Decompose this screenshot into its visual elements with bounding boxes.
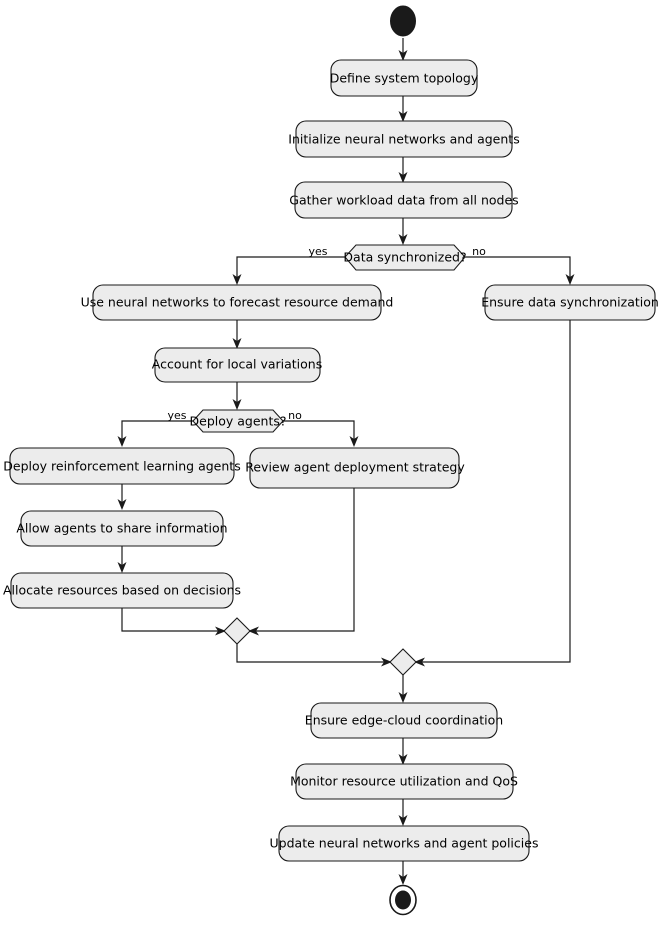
- action-label: Update neural networks and agent policie…: [270, 836, 539, 851]
- guard-label-sync-no: no: [472, 245, 486, 258]
- action-label: Gather workload data from all nodes: [289, 193, 518, 208]
- decision-label: Deploy agents?: [190, 414, 287, 429]
- action-label: Deploy reinforcement learning agents: [3, 459, 240, 474]
- edge-merge-one-to-merge-two: [236, 644, 392, 667]
- action-allocate-resources-based-on-decisions[interactable]: Allocate resources based on decisions: [3, 572, 241, 609]
- edge-define-to-initialize: [398, 96, 408, 122]
- action-account-for-local-variations[interactable]: Account for local variations: [152, 347, 323, 383]
- edge-gather-to-decision-sync: [398, 218, 408, 245]
- edge-forecast-to-local-variations: [232, 320, 242, 349]
- guard-label-deploy-no: no: [288, 409, 302, 422]
- action-label: Allocate resources based on decisions: [3, 583, 241, 598]
- guard-label-sync-yes: yes: [308, 245, 327, 258]
- edge-share-info-to-allocate: [117, 546, 127, 573]
- action-deploy-reinforcement-learning-agents[interactable]: Deploy reinforcement learning agents: [3, 447, 241, 485]
- action-label: Account for local variations: [152, 357, 323, 372]
- initial-node: [390, 5, 416, 37]
- edge-local-variations-to-decision-deploy: [232, 382, 242, 410]
- decision-deploy-agents[interactable]: Deploy agents?: [190, 409, 287, 433]
- action-ensure-edge-cloud-coordination[interactable]: Ensure edge-cloud coordination: [305, 702, 503, 739]
- edge-deploy-agents-to-share-info: [117, 484, 127, 510]
- action-label: Review agent deployment strategy: [245, 460, 465, 475]
- final-node: [389, 884, 417, 916]
- edge-initialize-to-gather: [398, 157, 408, 183]
- edge-edge-cloud-to-monitor: [398, 738, 408, 765]
- edge-update-to-final: [398, 861, 408, 885]
- edge-initial-to-define: [398, 38, 408, 61]
- action-label: Use neural networks to forecast resource…: [81, 295, 394, 310]
- edge-deploy-yes-to-deploy-agents: [117, 420, 193, 447]
- edge-sync-no-to-ensure-sync: [465, 256, 575, 285]
- guard-label-deploy-yes: yes: [167, 409, 186, 422]
- edge-ensure-sync-to-merge-two: [414, 320, 571, 667]
- action-label: Define system topology: [330, 71, 479, 86]
- action-label: Ensure data synchronization: [481, 295, 659, 310]
- merge-node-one: [223, 617, 251, 645]
- action-initialize-neural-networks-and-agents[interactable]: Initialize neural networks and agents: [288, 120, 520, 158]
- action-update-neural-networks-and-agent-policies[interactable]: Update neural networks and agent policie…: [270, 825, 539, 862]
- action-label: Initialize neural networks and agents: [288, 132, 519, 147]
- action-define-system-topology[interactable]: Define system topology: [330, 59, 479, 97]
- edge-allocate-to-merge-one: [121, 608, 226, 636]
- edge-merge-two-to-edge-cloud: [398, 675, 408, 703]
- decision-label: Data synchronized?: [343, 250, 466, 265]
- action-label: Allow agents to share information: [16, 521, 227, 536]
- action-review-agent-deployment-strategy[interactable]: Review agent deployment strategy: [245, 447, 465, 489]
- edge-sync-yes-to-forecast: [232, 256, 345, 285]
- action-ensure-data-synchronization[interactable]: Ensure data synchronization: [481, 284, 659, 321]
- merge-node-two: [389, 648, 417, 676]
- action-forecast-resource-demand[interactable]: Use neural networks to forecast resource…: [81, 284, 394, 321]
- edge-deploy-no-to-review-strategy: [283, 420, 359, 447]
- action-label: Ensure edge-cloud coordination: [305, 713, 503, 728]
- action-label: Monitor resource utilization and QoS: [290, 774, 518, 789]
- decision-data-synchronized[interactable]: Data synchronized?: [343, 244, 467, 271]
- action-allow-agents-to-share-information[interactable]: Allow agents to share information: [16, 510, 228, 547]
- edge-monitor-to-update: [398, 799, 408, 826]
- action-monitor-resource-utilization-and-qos[interactable]: Monitor resource utilization and QoS: [290, 763, 518, 800]
- action-gather-workload-data[interactable]: Gather workload data from all nodes: [289, 181, 519, 219]
- edge-review-strategy-to-merge-one: [248, 488, 355, 636]
